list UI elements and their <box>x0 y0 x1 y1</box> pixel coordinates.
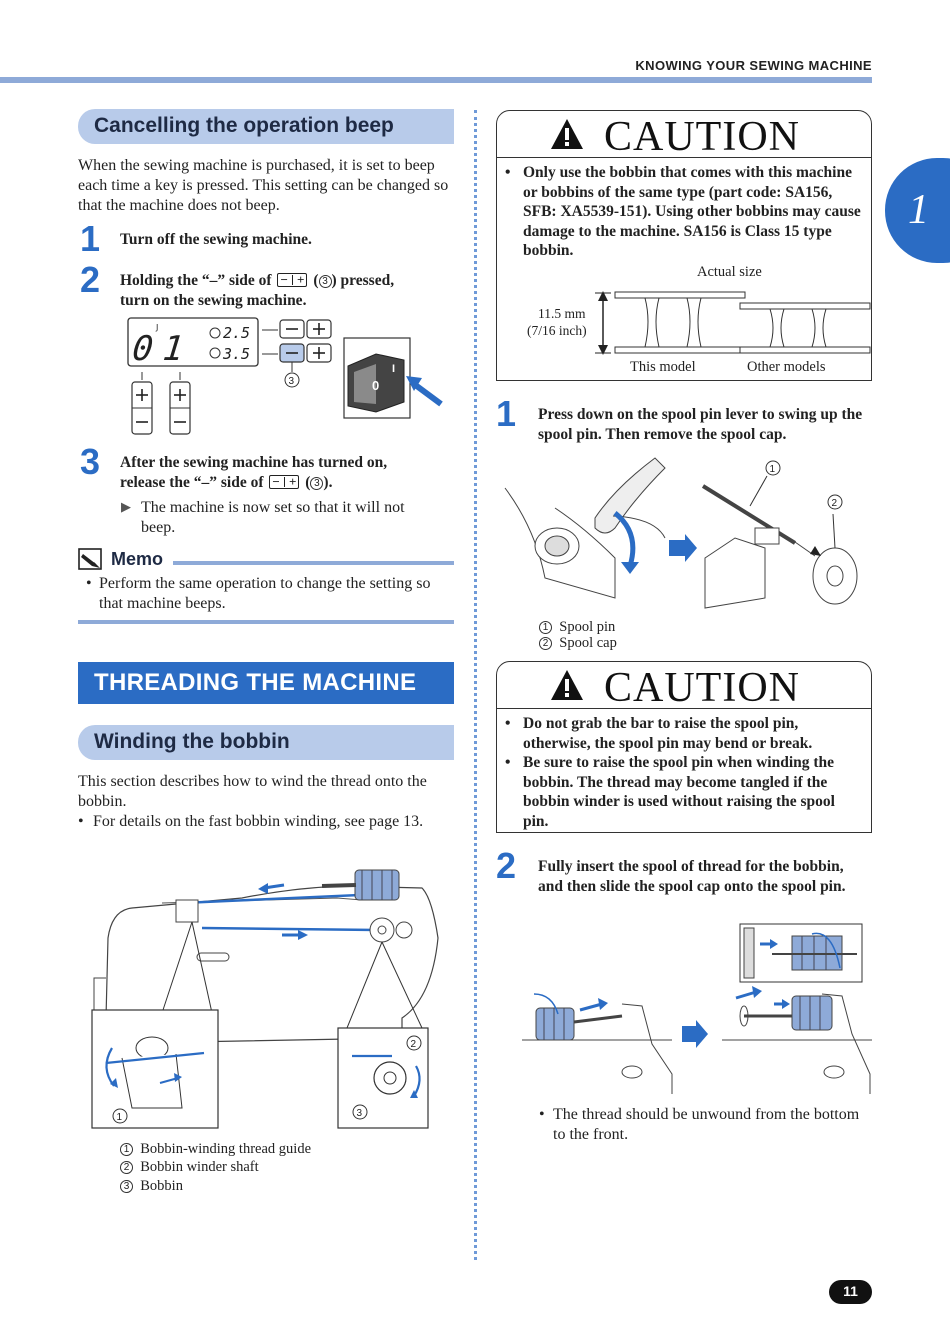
minus-plus-key-icon <box>269 472 300 492</box>
caution-head: CAUTION <box>497 111 871 160</box>
winding-intro: This section describes how to wind the t… <box>78 773 427 810</box>
beep-intro: When the sewing machine is purchased, it… <box>78 157 449 214</box>
caution-title: CAUTION <box>604 114 800 160</box>
legend-2-label: Bobbin winder shaft <box>140 1159 259 1175</box>
section-heading-winding: Winding the bobbin <box>78 725 454 760</box>
beep-step-3-text-d: ). <box>323 474 333 491</box>
legend-bobbin-guide: 1 Bobbin-winding thread guide <box>120 1141 311 1158</box>
chapter-banner-threading: THREADING THE MACHINE <box>78 662 454 704</box>
actual-size-label: Actual size <box>697 264 762 280</box>
svg-text:3: 3 <box>357 1108 363 1119</box>
legend-winder-shaft: 2 Bobbin winder shaft <box>120 1159 259 1176</box>
header-rule <box>0 77 872 83</box>
beep-step-2-text-c: ) pressed, <box>331 272 395 289</box>
spool-step-2-text: Fully insert the spool of thread for the… <box>538 858 846 895</box>
memo-bullet: • <box>86 575 92 592</box>
beep-step-1-number: 1 <box>80 218 101 259</box>
legend-bobbin: 3 Bobbin <box>120 1178 183 1195</box>
winding-bullet-dot: • <box>78 813 84 830</box>
legend-spool-pin: 1 Spool pin <box>539 619 615 636</box>
memo-rule <box>173 561 454 565</box>
lcd-big-digits: 01 <box>130 329 195 369</box>
caution-title: CAUTION <box>604 665 800 711</box>
beep-step-2-text: Holding the “–” side of (3) pressed, tur… <box>120 270 460 311</box>
beep-step-2-text-d: turn on the sewing machine. <box>120 292 307 309</box>
memo-icon <box>78 548 102 570</box>
legend-1-label: Bobbin-winding thread guide <box>140 1141 312 1157</box>
beep-step-3-paren-open: ( <box>305 474 311 491</box>
spool-pin-illustration: 1 2 <box>504 457 858 609</box>
lcd-callout-3: 3 <box>289 376 295 387</box>
caution-item: Do not grab the bar to raise the spool p… <box>505 714 861 753</box>
beep-step-3-number: 3 <box>80 441 101 482</box>
spool-step-2-number: 2 <box>496 845 517 886</box>
switch-off-label: 0 <box>372 378 379 393</box>
svg-text:2: 2 <box>411 1039 417 1050</box>
caution-list-bobbin: Only use the bobbin that comes with this… <box>505 163 861 261</box>
bobbin-size-diagram <box>595 291 871 355</box>
spool-step-1-text: Press down on the spool pin lever to swi… <box>538 406 863 443</box>
ref-3-icon: 3 <box>310 477 324 490</box>
beep-step-2-text-a: Holding the “–” side of <box>120 272 272 289</box>
caution-list-spool: Do not grab the bar to raise the spool p… <box>505 714 861 831</box>
svg-text:J: J <box>155 323 158 332</box>
spool-insert-illustration <box>522 923 872 1094</box>
page-number-badge <box>829 1280 872 1304</box>
svg-text:1: 1 <box>770 464 776 475</box>
switch-on-label: I <box>392 363 395 375</box>
this-model-label: This model <box>630 359 696 375</box>
caution-box-bobbin: CAUTION Only use the bobbin that comes w… <box>496 110 872 381</box>
section-heading-beep-text: Cancelling the operation beep <box>94 114 394 137</box>
legend-3-icon: 3 <box>120 1180 133 1193</box>
spool-legend-2-label: Spool cap <box>559 635 617 651</box>
column-divider <box>474 110 477 1260</box>
spool-legend-1-label: Spool pin <box>559 619 616 635</box>
beep-step-3-text: After the sewing machine has turned on, … <box>120 453 460 493</box>
dimension-inch: (7/16 inch) <box>527 323 587 338</box>
beep-step-3-text-b: release the “–” side of <box>120 474 264 491</box>
memo-end-rule <box>78 620 454 624</box>
spool-legend-2-icon: 2 <box>539 637 552 650</box>
warning-triangle-icon <box>551 119 583 149</box>
other-models-label: Other models <box>747 359 826 375</box>
warning-triangle-icon <box>551 670 583 700</box>
machine-illustration: 1 2 3 <box>91 869 439 1129</box>
caution-item: Only use the bobbin that comes with this… <box>505 163 861 261</box>
caution-head: CAUTION <box>497 662 871 711</box>
note-text: The thread should be unwound from the bo… <box>553 1106 860 1143</box>
beep-step-1-text: Turn off the sewing machine. <box>120 231 312 248</box>
beep-step-2-number: 2 <box>80 259 101 300</box>
ref-3-icon: 3 <box>318 275 332 288</box>
minus-plus-key-icon <box>277 270 308 290</box>
legend-1-icon: 1 <box>120 1143 133 1156</box>
chapter-number: 1 <box>908 187 929 233</box>
legend-2-icon: 2 <box>120 1161 133 1174</box>
legend-spool-cap: 2 Spool cap <box>539 635 617 652</box>
legend-3-label: Bobbin <box>140 1178 183 1194</box>
winding-bullet: For details on the fast bobbin winding, … <box>93 813 424 830</box>
caution-box-spool: CAUTION Do not grab the bar to raise the… <box>496 661 872 833</box>
dimension-mm: 11.5 mm <box>538 306 586 321</box>
result-arrow-icon: ▶ <box>121 500 131 515</box>
memo-label: Memo <box>111 549 164 569</box>
running-header: KNOWING YOUR SEWING MACHINE <box>635 58 872 73</box>
beep-result: The machine is now set so that it will n… <box>141 499 405 536</box>
lcd-stitch-width: 3.5 <box>222 345 250 363</box>
lcd-stitch-length: 2.5 <box>223 324 250 342</box>
beep-step-3-text-a: After the sewing machine has turned on, <box>120 454 388 471</box>
page-number: 11 <box>843 1283 858 1299</box>
memo-text: Perform the same operation to change the… <box>99 575 431 612</box>
svg-text:1: 1 <box>117 1112 123 1123</box>
chapter-banner-threading-text: THREADING THE MACHINE <box>94 669 417 696</box>
note-bullet: • <box>539 1106 545 1123</box>
section-heading-beep: Cancelling the operation beep <box>78 109 454 144</box>
section-heading-winding-text: Winding the bobbin <box>94 730 290 753</box>
beep-step-2-paren-open: ( <box>313 272 319 289</box>
spool-legend-1-icon: 1 <box>539 621 552 634</box>
caution-item: Be sure to raise the spool pin when wind… <box>505 753 861 831</box>
spool-step-1-number: 1 <box>496 393 517 434</box>
lcd-panel-illustration: 01 J 2.5 3.5 3 0 I <box>127 317 443 435</box>
svg-text:2: 2 <box>832 498 838 509</box>
